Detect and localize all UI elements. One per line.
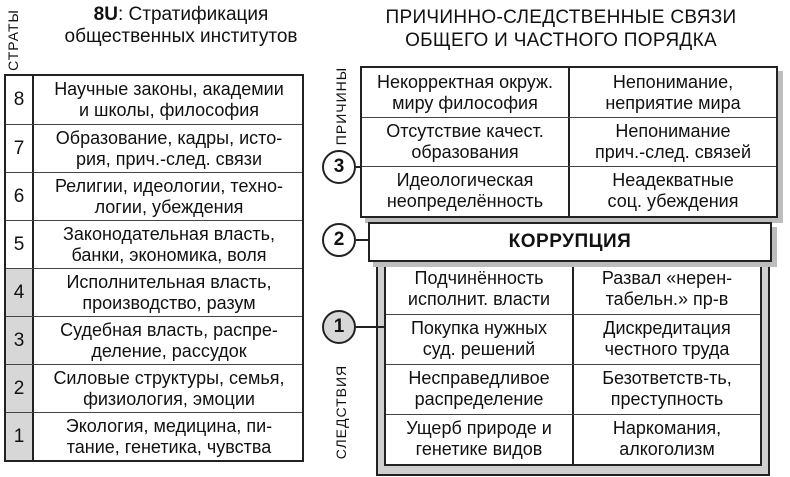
- cause-cell: Непонимание,неприятие мира: [605, 71, 741, 113]
- strata-number: 4: [6, 269, 34, 316]
- strata-axis-label: СТРАТЫ: [5, 9, 21, 71]
- strata-number: 7: [6, 125, 34, 172]
- grid-divider: [568, 68, 570, 216]
- strata-row-6: 6 Религии, идеологии, техно-логии, убежд…: [6, 172, 302, 220]
- causes-axis-label: ПРИЧИНЫ: [333, 66, 349, 146]
- strata-row-3: 3 Судебная власть, распре-деление, рассу…: [6, 316, 302, 364]
- corruption-banner: КОРРУПЦИЯ: [368, 222, 772, 262]
- strata-number: 5: [6, 221, 34, 268]
- connector-line: [356, 326, 386, 328]
- title-code: 8U: [93, 4, 118, 25]
- grid-divider: [386, 364, 760, 365]
- strata-description: Экология, медицина, пи-тание, генетика, …: [65, 415, 273, 457]
- strata-description: Судебная власть, распре-деление, рассудо…: [60, 319, 278, 361]
- consequences-axis-label: СЛЕДСТВИЯ: [333, 364, 349, 460]
- grid-divider: [362, 166, 776, 167]
- strata-title: 8U: Стратификация общественных институто…: [36, 4, 326, 48]
- level-circle-3: 3: [322, 150, 356, 184]
- strata-description: Образование, кадры, исто-рия, прич.-след…: [55, 127, 283, 169]
- cause-cell: Некорректная окруж.миру философия: [376, 71, 554, 113]
- consequence-cell: Развал «нерен-табельн.» пр-в: [601, 268, 733, 309]
- grid-divider: [386, 314, 760, 315]
- strata-row-1: 1 Экология, медицина, пи-тание, генетика…: [6, 412, 302, 460]
- title-line2: общественных институтов: [64, 26, 298, 47]
- level-circle-2: 2: [322, 223, 356, 257]
- strata-row-4: 4 Исполнительная власть,производство, ра…: [6, 268, 302, 316]
- strata-row-2: 2 Силовые структуры, семья,физиология, э…: [6, 364, 302, 412]
- title-line1: : Стратификация: [117, 4, 269, 25]
- consequence-cell: Наркомания,алкоголизм: [612, 418, 722, 459]
- strata-number: 8: [6, 76, 34, 124]
- strata-description: Силовые структуры, семья,физиология, эмо…: [53, 367, 285, 409]
- strata-description: Религии, идеологии, техно-логии, убежден…: [54, 175, 284, 217]
- strata-number: 3: [6, 317, 34, 364]
- connector-line: [356, 239, 370, 241]
- cause-cell: Отсутствие качест.образования: [386, 120, 544, 162]
- strata-number: 6: [6, 173, 34, 220]
- strata-number: 1: [6, 413, 34, 460]
- strata-number: 2: [6, 365, 34, 412]
- level-circle-1: 1: [322, 310, 356, 344]
- causes-grid: Некорректная окруж.миру философия Непони…: [360, 66, 778, 218]
- strata-row-7: 7 Образование, кадры, исто-рия, прич.-сл…: [6, 124, 302, 172]
- causal-links-title: ПРИЧИННО-СЛЕДСТВЕННЫЕ СВЯЗИ ОБЩЕГО И ЧАС…: [385, 7, 737, 51]
- connector-line: [356, 166, 362, 168]
- consequence-cell: Безответств-ть,преступность: [602, 368, 732, 409]
- grid-divider: [362, 117, 776, 118]
- strata-description: Исполнительная власть,производство, разу…: [66, 271, 272, 313]
- grid-divider: [386, 414, 760, 415]
- strata-description: Законодательная власть,банки, экономика,…: [63, 223, 275, 265]
- strata-row-5: 5 Законодательная власть,банки, экономик…: [6, 220, 302, 268]
